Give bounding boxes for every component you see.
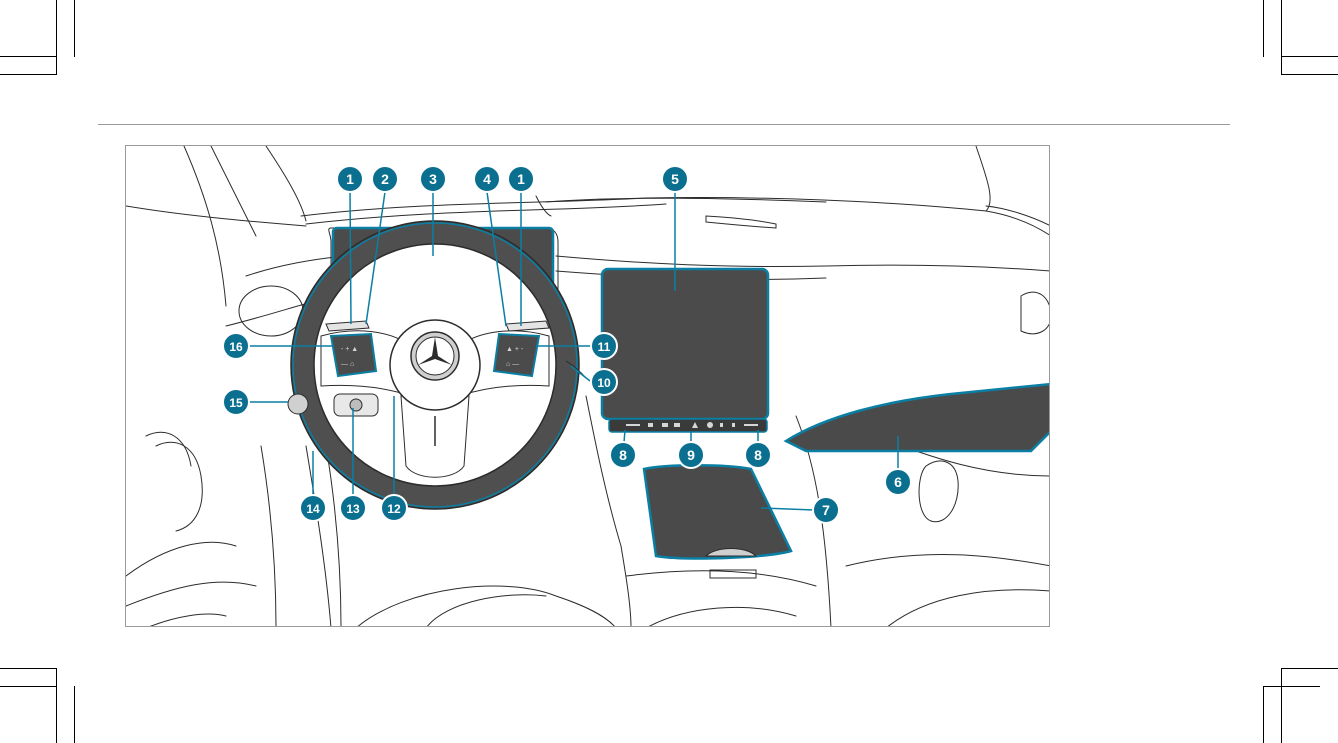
svg-text:12: 12 [387,502,401,516]
header-rule [98,124,1230,125]
svg-text:4: 4 [483,171,491,187]
svg-text:3: 3 [429,171,437,187]
callout-1: 1 [508,166,534,192]
svg-text:1: 1 [346,171,354,187]
svg-text:- + ▲: - + ▲ [341,346,358,353]
cockpit-illustration-frame: - + ▲ — ⌂ ▲ + - ⌂ — [125,145,1050,627]
callout-7: 7 [813,497,839,523]
callout-3: 3 [420,166,446,192]
cockpit-illustration: - + ▲ — ⌂ ▲ + - ⌂ — [126,146,1050,627]
passenger-display [786,384,1050,451]
right-touch-control [494,334,539,376]
svg-text:2: 2 [381,171,389,187]
svg-text:11: 11 [598,340,611,354]
central-display [602,269,768,419]
callout-4: 4 [474,166,500,192]
callout-1: 1 [337,166,363,192]
svg-text:14: 14 [306,502,320,516]
svg-text:▲ + -: ▲ + - [506,346,524,353]
callout-16: 16 [223,333,249,359]
callout-5: 5 [662,166,688,192]
callout-15: 15 [223,389,249,415]
svg-text:15: 15 [229,396,243,410]
svg-text:⌂ —: ⌂ — [506,361,519,368]
callout-8: 8 [745,442,771,468]
svg-text:5: 5 [671,171,679,187]
svg-text:8: 8 [754,447,762,463]
svg-text:— ⌂: — ⌂ [341,361,354,368]
callout-14: 14 [300,495,326,521]
svg-text:6: 6 [894,474,902,490]
callout-10: 10 [591,369,617,395]
line-art [126,146,1050,627]
callout-8: 8 [610,442,636,468]
storage-tray [644,465,791,558]
svg-text:10: 10 [597,376,611,390]
callout-11: 11 [591,333,617,359]
svg-text:13: 13 [346,502,360,516]
left-touch-control [331,334,376,376]
svg-text:16: 16 [229,340,243,354]
svg-text:9: 9 [687,447,695,463]
callout-13: 13 [340,495,366,521]
svg-text:7: 7 [822,502,830,518]
callout-12: 12 [381,495,407,521]
callout-9: 9 [678,442,704,468]
callout-2: 2 [372,166,398,192]
callout-6: 6 [885,469,911,495]
svg-text:1: 1 [517,171,525,187]
svg-text:8: 8 [619,447,627,463]
